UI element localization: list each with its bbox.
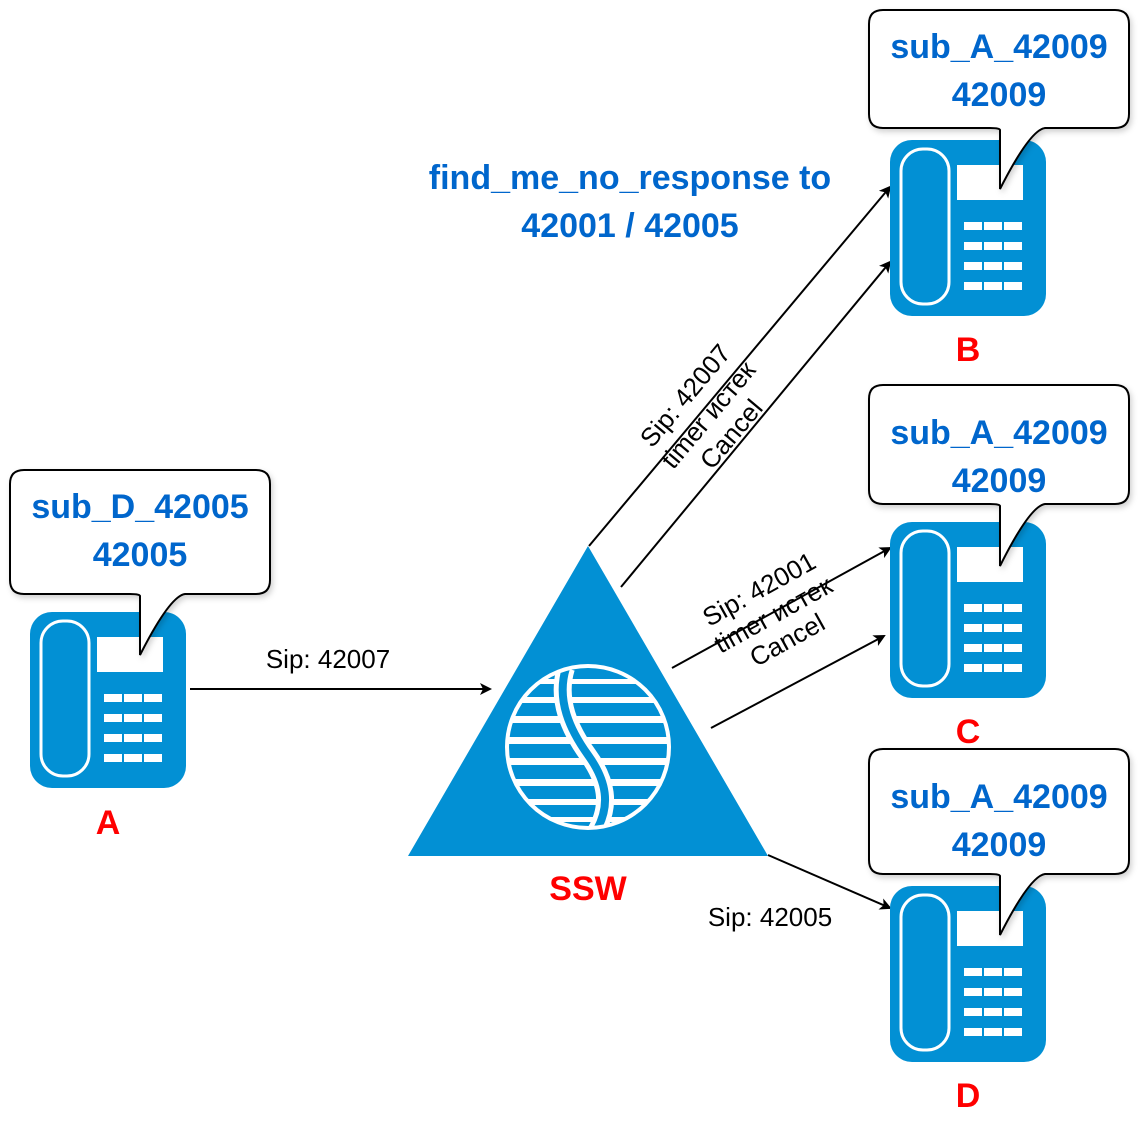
phone-c-label: C [956, 713, 981, 751]
phone-d-label: D [956, 1077, 981, 1115]
phone-b-callout [868, 9, 1130, 190]
phone-c-callout-line-1: sub_A_42009 [890, 414, 1107, 452]
phone-b-label: B [956, 331, 981, 369]
edge-label-a-to-ssw: Sip: 42007 [266, 644, 390, 674]
arrow-ssw-to-b-invite [588, 185, 892, 547]
edge-label-ssw-to-d: Sip: 42005 [708, 902, 832, 932]
phone-c-callout [868, 384, 1130, 567]
arrow-ssw-to-c-invite [671, 547, 892, 669]
softswitch-globe-icon [505, 664, 671, 830]
phone-a-callout-line-2: 42005 [93, 536, 188, 574]
desk-phone-icon [888, 520, 1048, 700]
phone-c-callout-line-2: 42009 [952, 462, 1047, 500]
phone-node-d[interactable]: D sub_A_42009 42009 [868, 748, 1130, 1115]
desk-phone-icon [888, 884, 1048, 1064]
edge-ssw-to-b: Sip: 42007 timer истек Cancel [588, 185, 892, 588]
phone-node-c[interactable]: C sub_A_42009 42009 [868, 384, 1130, 751]
title-line-1: find_me_no_response to [429, 159, 831, 197]
phone-d-callout-line-2: 42009 [952, 826, 1047, 864]
phone-a-callout [9, 469, 271, 656]
edge-ssw-to-c: Sip: 42001 timer истек Cancel [671, 546, 892, 729]
arrow-ssw-to-c-cancel [710, 635, 886, 729]
diagram-title: find_me_no_response to 42001 / 42005 [429, 159, 831, 245]
ssw-label: SSW [549, 870, 627, 908]
phone-b-callout-line-2: 42009 [952, 76, 1047, 114]
phone-d-callout [868, 748, 1130, 936]
phone-a-callout-line-1: sub_D_42005 [31, 488, 248, 526]
edge-ssw-to-d: Sip: 42005 [708, 854, 892, 932]
edge-a-to-ssw: Sip: 42007 [190, 644, 492, 695]
ssw-node[interactable]: SSW [408, 546, 768, 908]
arrow-ssw-to-b-cancel [620, 260, 892, 588]
arrow-ssw-to-d [767, 854, 892, 910]
phone-b-callout-line-1: sub_A_42009 [890, 28, 1107, 66]
phone-node-a[interactable]: A sub_D_42005 42005 [9, 469, 271, 842]
phone-a-label: A [96, 804, 121, 842]
desk-phone-icon [28, 610, 188, 790]
title-line-2: 42001 / 42005 [521, 207, 738, 245]
phone-node-b[interactable]: B sub_A_42009 42009 [868, 9, 1130, 369]
desk-phone-icon [888, 138, 1048, 318]
phone-d-callout-line-1: sub_A_42009 [890, 778, 1107, 816]
